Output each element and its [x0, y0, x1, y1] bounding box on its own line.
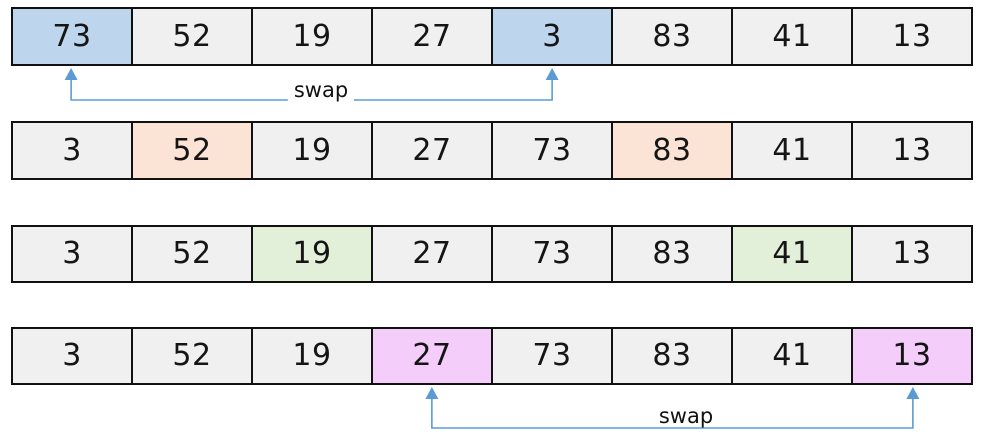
array-cell: 13 [853, 329, 971, 383]
array-cell: 73 [13, 9, 133, 64]
array-cell: 73 [493, 123, 613, 178]
arrow-head-icon [906, 387, 920, 399]
array-cell: 41 [733, 9, 853, 64]
swap-connector-line [70, 79, 553, 101]
arrow-head-icon [545, 68, 559, 80]
array-cell: 19 [253, 123, 373, 178]
array-cell: 27 [373, 9, 493, 64]
array-cell: 83 [613, 227, 733, 281]
swap-label-top: swap [287, 80, 355, 101]
array-cell: 19 [253, 9, 373, 64]
array-cell: 3 [13, 123, 133, 178]
array-cell: 13 [853, 9, 971, 64]
array-cell: 83 [613, 123, 733, 178]
array-cell: 83 [613, 329, 733, 383]
arrow-head-icon [64, 68, 78, 80]
array-cell: 27 [373, 227, 493, 281]
array-cell: 41 [733, 329, 853, 383]
swap-connector-line [431, 398, 914, 429]
array-cell: 27 [373, 329, 493, 383]
array-cell: 41 [733, 123, 853, 178]
array-cell: 52 [133, 227, 253, 281]
swap-label-bottom: swap [652, 406, 720, 427]
array-cell: 83 [613, 9, 733, 64]
array-cell: 73 [493, 329, 613, 383]
array-cell: 3 [493, 9, 613, 64]
array-cell: 19 [253, 329, 373, 383]
array-cell: 52 [133, 123, 253, 178]
array-cell: 52 [133, 329, 253, 383]
array-cell: 52 [133, 9, 253, 64]
array-cell: 3 [13, 329, 133, 383]
array-cell: 19 [253, 227, 373, 281]
array-cell: 73 [493, 227, 613, 281]
array-cell: 3 [13, 227, 133, 281]
array-cell: 13 [853, 227, 971, 281]
array-cell: 13 [853, 123, 971, 178]
array-cell: 41 [733, 227, 853, 281]
array-cell: 27 [373, 123, 493, 178]
arrow-head-icon [425, 387, 439, 399]
